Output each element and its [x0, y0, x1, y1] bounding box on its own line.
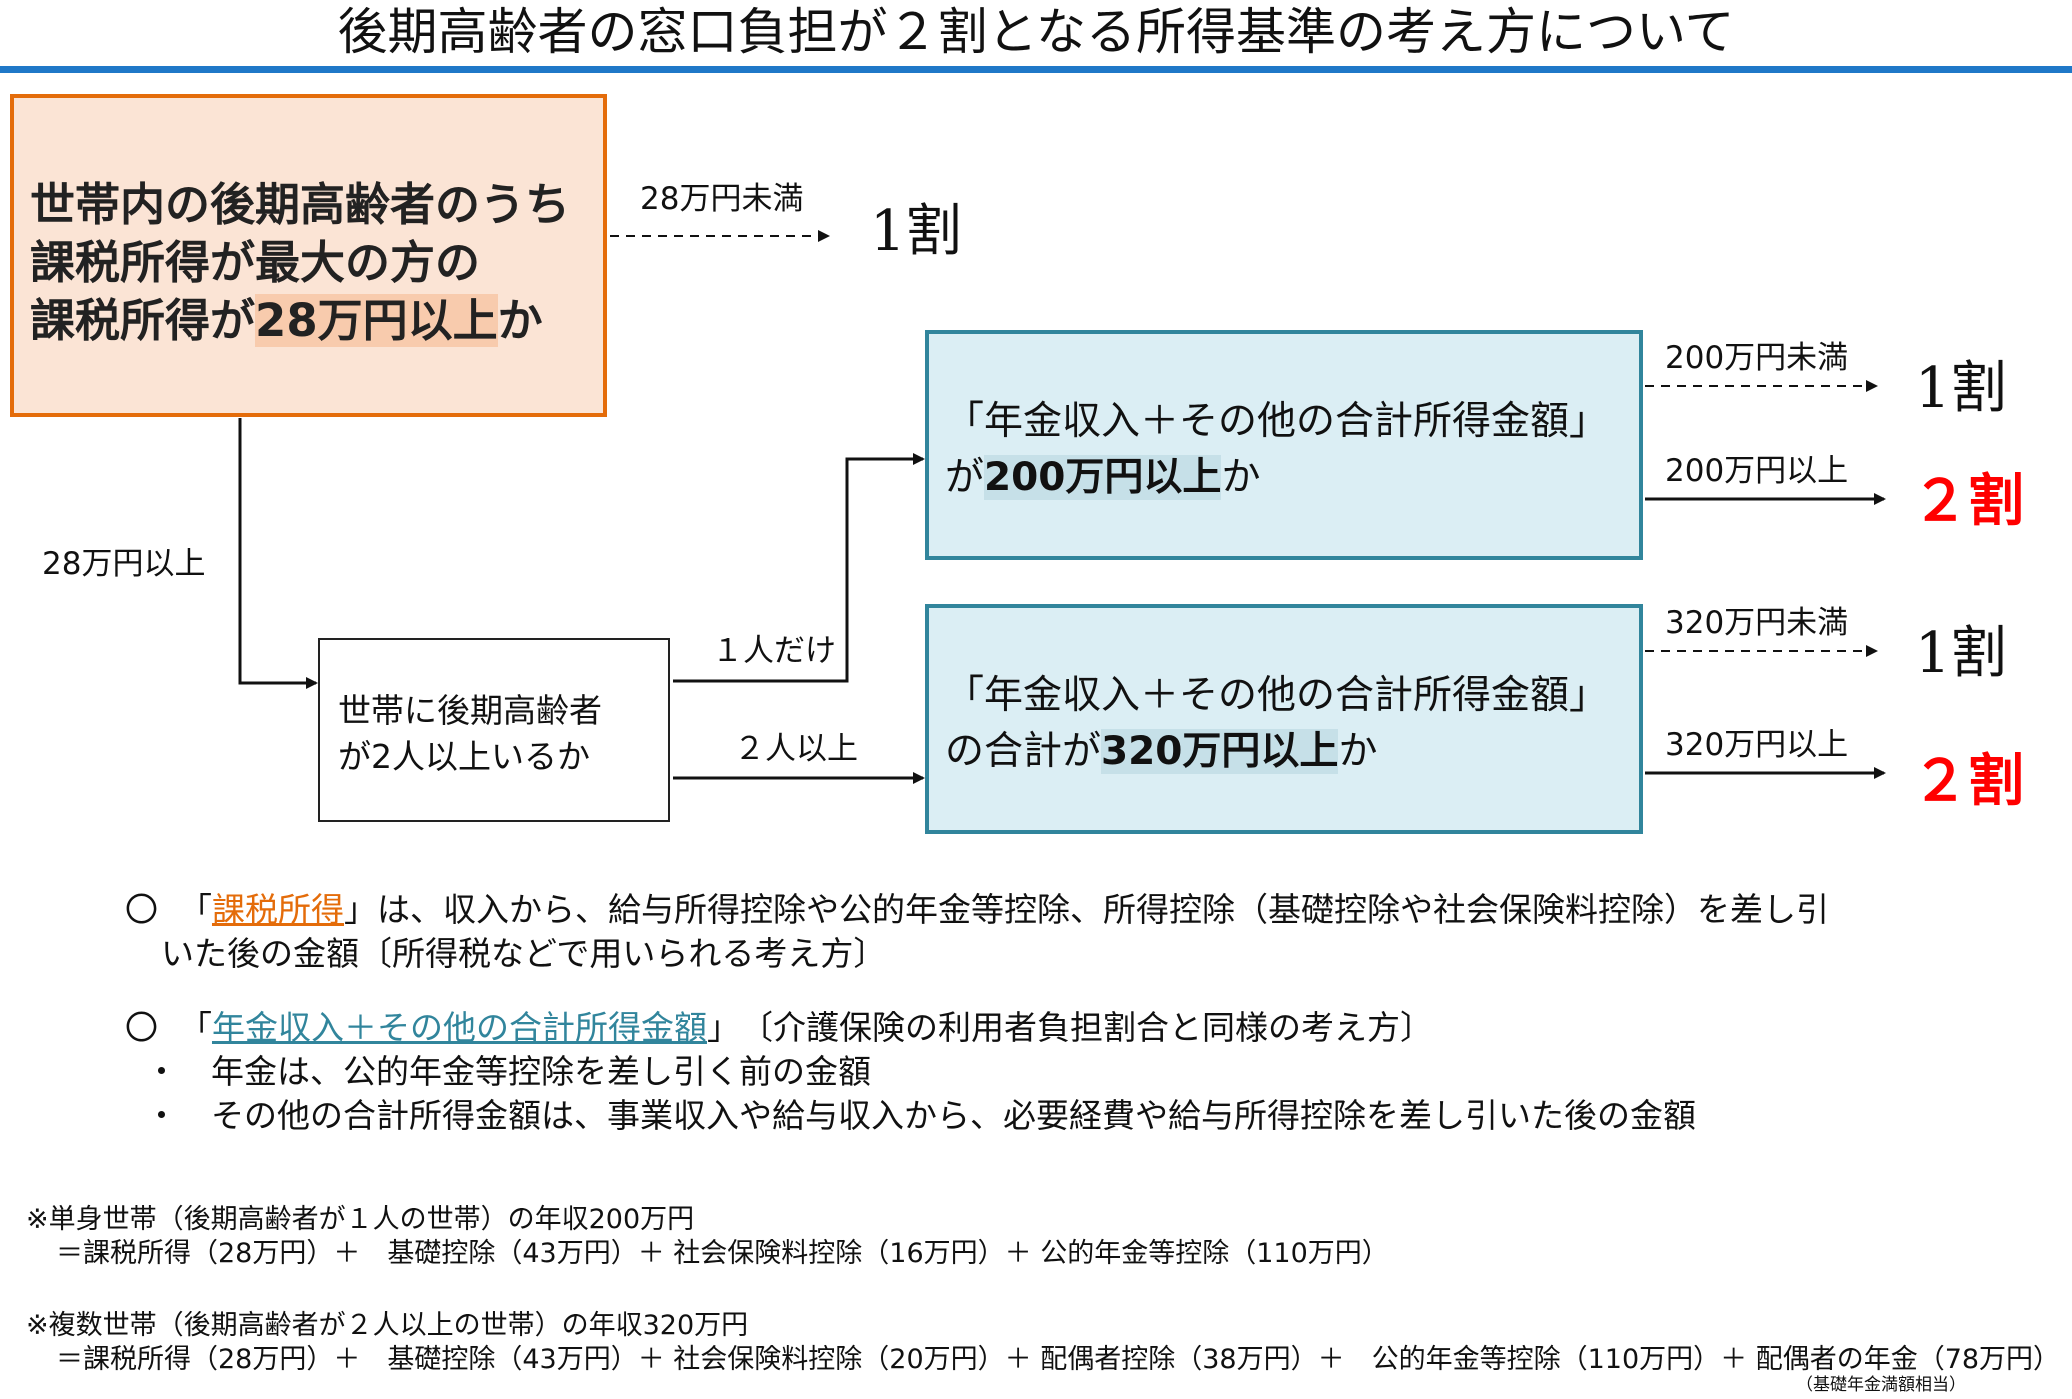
single-income-box: 「年金収入＋その他の合計所得金額」 が200万円以上か	[925, 330, 1643, 560]
term-pension-income-total: 年金収入＋その他の合計所得金額	[211, 1008, 707, 1047]
note-2-line1: 〇 「年金収入＋その他の合計所得金額」 〔介護保険の利用者負担割合と同様の考え方…	[125, 1006, 1829, 1050]
label-one-person: １人だけ	[712, 633, 836, 669]
label-main-no: 28万円未満	[640, 181, 804, 217]
note-2-rest: 」 〔介護保険の利用者負担割合と同様の考え方〕	[706, 1008, 1433, 1047]
note-1-line2: いた後の金額〔所得税などで用いられる考え方〕	[161, 934, 887, 973]
result-single-yes: ２割	[1912, 469, 2024, 534]
multi-income-line1: 「年金収入＋その他の合計所得金額」	[945, 673, 1609, 718]
footnote-1-line1: ※単身世帯（後期高齢者が１人の世帯）の年収200万円	[26, 1204, 695, 1235]
main-condition-line2: 課税所得が最大の方の	[30, 236, 481, 289]
note-1-rest: 」は、収入から、給与所得控除や公的年金等控除、所得控除（基礎控除や社会保険料控除…	[343, 890, 1829, 929]
term-taxable-income: 課税所得	[211, 890, 344, 929]
label-main-yes: 28万円以上	[42, 546, 206, 582]
note-2-open: 「	[178, 1008, 212, 1047]
note-1-open: 「	[178, 890, 212, 929]
single-income-line1: 「年金収入＋その他の合計所得金額」	[945, 399, 1609, 444]
main-condition-text: 世帯内の後期高齢者のうち 課税所得が最大の方の 課税所得が28万円以上か	[30, 176, 570, 350]
footnote-2-line1: ※複数世帯（後期高齢者が２人以上の世帯）の年収320万円	[26, 1310, 749, 1341]
main-threshold-highlight: 28万円以上	[255, 294, 498, 347]
notes-section: 〇 「課税所得」は、収入から、給与所得控除や公的年金等控除、所得控除（基礎控除や…	[125, 888, 1829, 1138]
note-1-bullet: 〇	[125, 890, 158, 929]
main-line3-prefix: 課税所得が	[30, 294, 256, 347]
arrow-one-person	[673, 453, 925, 683]
note-2-bullet: 〇	[125, 1008, 158, 1047]
single-line2-suffix: か	[1221, 455, 1261, 500]
label-single-no: 200万円未満	[1665, 340, 1849, 376]
single-income-text: 「年金収入＋その他の合計所得金額」 が200万円以上か	[945, 394, 1608, 506]
multi-income-line2: の合計が320万円以上か	[945, 724, 1608, 780]
label-two-plus: ２人以上	[734, 731, 858, 767]
single-line2-prefix: が	[945, 455, 985, 500]
footnote-1-line2: ＝課税所得（28万円）＋ 基礎控除（43万円）＋ 社会保険料控除（16万円）＋ …	[56, 1238, 1389, 1269]
household-count-line2: が2人以上いるか	[338, 737, 590, 776]
label-multi-no: 320万円未満	[1665, 605, 1849, 641]
title-underline	[0, 66, 2072, 73]
multi-threshold-highlight: 320万円以上	[1101, 729, 1339, 774]
note-1-line1: 〇 「課税所得」は、収入から、給与所得控除や公的年金等控除、所得控除（基礎控除や…	[125, 888, 1829, 932]
note-2-sub1: ・ 年金は、公的年金等控除を差し引く前の金額	[145, 1052, 871, 1091]
multi-line2-prefix: の合計が	[945, 729, 1102, 774]
main-condition-line1: 世帯内の後期高齢者のうち	[30, 178, 571, 231]
household-count-text: 世帯に後期高齢者 が2人以上いるか	[338, 688, 602, 780]
main-line3-suffix: か	[497, 294, 543, 347]
multi-line2-suffix: か	[1338, 729, 1378, 774]
household-count-box: 世帯に後期高齢者 が2人以上いるか	[318, 638, 670, 822]
result-main-no: 1割	[870, 199, 962, 264]
label-multi-yes: 320万円以上	[1665, 727, 1849, 763]
page-title: 後期高齢者の窓口負担が２割となる所得基準の考え方について	[337, 3, 1735, 61]
footnote-2-line2: ＝課税所得（28万円）＋ 基礎控除（43万円）＋ 社会保険料控除（20万円）＋ …	[56, 1344, 2061, 1375]
result-single-no: 1割	[1915, 356, 2007, 421]
main-condition-line3: 課税所得が28万円以上か	[30, 292, 570, 350]
arrow-main-yes	[238, 418, 318, 689]
note-2-sub2: ・ その他の合計所得金額は、事業収入や給与収入から、必要経費や給与所得控除を差し…	[145, 1096, 1696, 1135]
multi-income-text: 「年金収入＋その他の合計所得金額」 の合計が320万円以上か	[945, 668, 1608, 780]
label-single-yes: 200万円以上	[1665, 453, 1849, 489]
single-threshold-highlight: 200万円以上	[984, 455, 1222, 500]
main-condition-box: 世帯内の後期高齢者のうち 課税所得が最大の方の 課税所得が28万円以上か	[10, 94, 607, 417]
multi-income-box: 「年金収入＋その他の合計所得金額」 の合計が320万円以上か	[925, 604, 1643, 834]
single-income-line2: が200万円以上か	[945, 450, 1608, 506]
result-multi-no: 1割	[1915, 621, 2007, 686]
household-count-line1: 世帯に後期高齢者	[338, 691, 602, 730]
result-multi-yes: ２割	[1912, 749, 2024, 814]
footnote-2-note: （基礎年金満額相当）	[1796, 1375, 1966, 1395]
